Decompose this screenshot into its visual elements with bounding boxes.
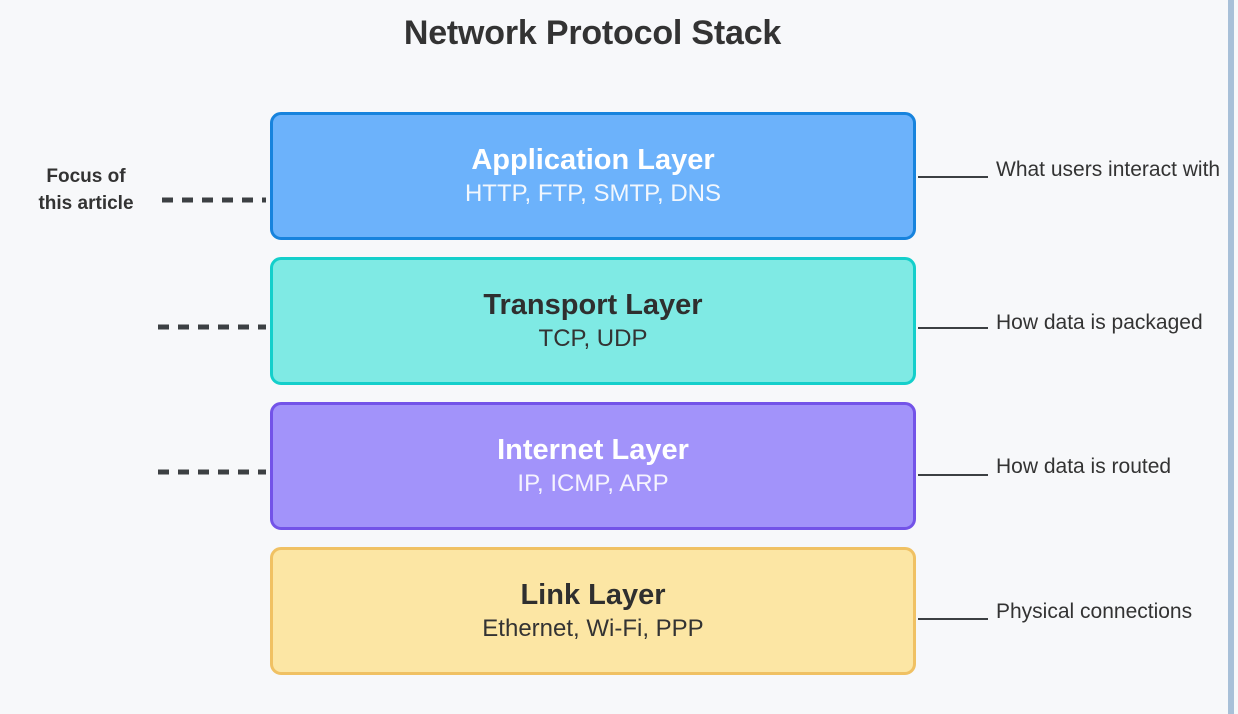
scrollbar-thumb[interactable]	[1228, 0, 1234, 714]
layer-title-internet: Internet Layer	[497, 434, 689, 466]
layer-box-link[interactable]: Link Layer Ethernet, Wi-Fi, PPP	[270, 547, 916, 675]
scrollbar-track[interactable]	[1220, 0, 1238, 714]
layer-box-transport[interactable]: Transport Layer TCP, UDP	[270, 257, 916, 385]
layer-title-transport: Transport Layer	[483, 289, 703, 321]
focus-note-line2: this article	[38, 193, 134, 214]
page-title: Network Protocol Stack	[403, 14, 782, 52]
focus-note: Focus of this article	[16, 163, 156, 217]
note-transport: How data is packaged	[996, 311, 1203, 334]
layer-title-link: Link Layer	[520, 579, 666, 611]
layer-protocols-transport: TCP, UDP	[538, 325, 648, 352]
layer-title-application: Application Layer	[471, 144, 715, 176]
focus-note-line1: Focus of	[46, 166, 126, 187]
note-internet: How data is routed	[996, 455, 1172, 478]
layer-box-internet[interactable]: Internet Layer IP, ICMP, ARP	[270, 402, 916, 530]
layer-protocols-link: Ethernet, Wi-Fi, PPP	[482, 615, 704, 642]
layer-box-application[interactable]: Application Layer HTTP, FTP, SMTP, DNS	[270, 112, 916, 240]
layer-protocols-application: HTTP, FTP, SMTP, DNS	[464, 180, 722, 207]
note-application: What users interact with	[996, 158, 1221, 181]
note-link: Physical connections	[996, 600, 1193, 623]
layer-protocols-internet: IP, ICMP, ARP	[517, 470, 669, 497]
